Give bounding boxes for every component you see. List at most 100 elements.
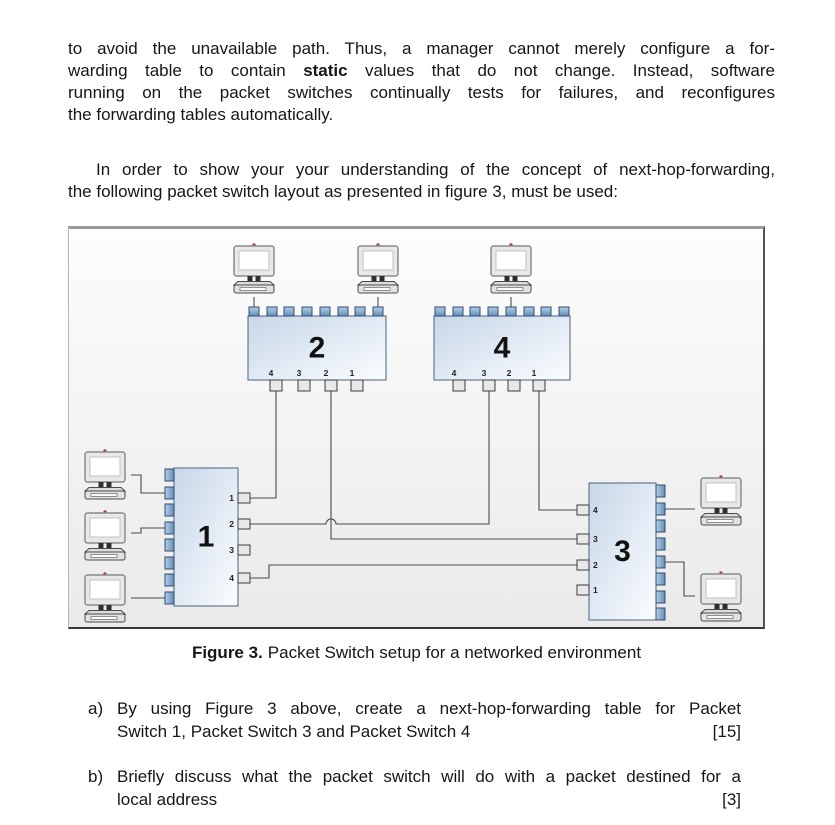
packet-switch-4-trunk-port-2 xyxy=(452,306,464,317)
packet-switch-2-port-1 xyxy=(350,379,364,392)
system-unit-slot xyxy=(363,287,391,291)
link-switch-1-p4--switch-3-p2 xyxy=(250,564,577,579)
packet-switch-1-trunk-port-3 xyxy=(164,503,175,517)
packet-switch-3-body xyxy=(588,482,657,621)
question-b-marks: [3] xyxy=(722,790,741,809)
question-a-body: By using Figure 3 above, create a next-h… xyxy=(117,697,741,743)
packet-switch-3-port-label-1: 1 xyxy=(593,585,598,595)
monitor-stand xyxy=(98,482,104,488)
monitor-screen xyxy=(89,517,121,538)
computer-top-2 xyxy=(356,243,400,294)
monitor-screen xyxy=(495,250,527,271)
system-unit-top xyxy=(699,609,743,614)
packet-switch-3-port-4 xyxy=(576,504,590,516)
system-unit-slot xyxy=(496,287,524,291)
link-switch-3-port-t5--pc-right-2 xyxy=(665,561,695,597)
packet-switch-2-port-label-3: 3 xyxy=(297,368,302,378)
packet-switch-2-trunk-port-2 xyxy=(266,306,278,317)
system-unit-top xyxy=(232,281,276,286)
packet-switch-3-port-label-4: 4 xyxy=(593,505,598,515)
packet-switch-3-trunk-port-2 xyxy=(655,502,666,516)
packet-switch-1-port-label-1: 1 xyxy=(229,493,234,503)
paragraph-text: warding table to contain xyxy=(68,61,304,80)
paragraph-instruction: In order to show your your understanding… xyxy=(68,159,775,203)
packet-switch-2-trunk-port-1 xyxy=(248,306,260,317)
monitor-screen xyxy=(238,250,270,271)
figure-caption-text: Packet Switch setup for a networked envi… xyxy=(267,643,642,662)
packet-switch-1-trunk-port-8 xyxy=(164,591,175,605)
paragraph-intro: to avoid the unavailable path. Thus, a m… xyxy=(68,38,775,126)
monitor-stand xyxy=(371,276,377,282)
monitor-stand xyxy=(379,276,385,282)
packet-switch-1-trunk-port-5 xyxy=(164,538,175,552)
system-unit-slot xyxy=(90,493,118,497)
packet-switch-4-trunk-port-6 xyxy=(523,306,535,317)
system-unit-slot xyxy=(90,616,118,620)
packet-switch-1-trunk-port-7 xyxy=(164,573,175,587)
packet-switch-2-body xyxy=(247,315,387,381)
paragraph-line: warding table to contain static values t… xyxy=(68,60,775,82)
monitor-stand xyxy=(106,543,112,549)
system-unit-slot xyxy=(239,287,267,291)
packet-switch-3-port-3 xyxy=(576,533,590,545)
question-b-line2: local address xyxy=(117,790,218,809)
packet-switch-2-port-4 xyxy=(269,379,283,392)
monitor-stand xyxy=(247,276,253,282)
packet-switch-2-label: 2 xyxy=(309,332,326,365)
packet-switch-2-trunk-port-4 xyxy=(301,306,313,317)
question-a: a) By using Figure 3 above, create a nex… xyxy=(88,697,741,743)
packet-switch-1-port-label-2: 2 xyxy=(229,519,234,529)
packet-switch-1-port-1 xyxy=(237,492,251,504)
packet-switch-1-port-3 xyxy=(237,544,251,556)
question-a-line1: By using Figure 3 above, create a next-h… xyxy=(117,699,741,718)
question-a-marks: [15] xyxy=(712,722,741,741)
paragraph-line: the forwarding tables automatically. xyxy=(68,105,334,124)
packet-switch-4-port-4 xyxy=(452,379,466,392)
packet-switch-4-label: 4 xyxy=(494,332,511,365)
computer-right-1 xyxy=(699,475,743,526)
system-unit-top xyxy=(83,487,127,492)
system-unit-top xyxy=(83,610,127,615)
packet-switch-3-port-label-3: 3 xyxy=(593,534,598,544)
monitor-stand xyxy=(98,605,104,611)
system-unit-top xyxy=(356,281,400,286)
bold-word-static: static xyxy=(303,61,348,80)
link-switch-1-p1--switch-2-p4 xyxy=(250,391,277,499)
packet-switch-4-trunk-port-7 xyxy=(540,306,552,317)
monitor-screen xyxy=(705,578,737,599)
system-unit-slot xyxy=(706,615,734,619)
packet-switch-1-trunk-port-4 xyxy=(164,521,175,535)
monitor-stand xyxy=(255,276,261,282)
packet-switch-1-label: 1 xyxy=(198,521,215,554)
packet-switch-4-port-label-4: 4 xyxy=(452,368,457,378)
computer-top-3 xyxy=(489,243,533,294)
question-b-body: Briefly discuss what the packet switch w… xyxy=(117,765,741,811)
packet-switch-3-label: 3 xyxy=(614,535,631,568)
question-a-label: a) xyxy=(88,699,104,718)
computer-left-2 xyxy=(83,510,127,561)
paragraph-text: values that do not change. Instead, soft… xyxy=(347,61,775,80)
system-unit-top xyxy=(489,281,533,286)
packet-switch-4-body xyxy=(433,315,571,381)
monitor-screen xyxy=(705,482,737,503)
packet-switch-2-trunk-port-6 xyxy=(337,306,349,317)
computer-right-2 xyxy=(699,571,743,622)
paragraph-line: to avoid the unavailable path. Thus, a m… xyxy=(68,39,775,58)
packet-switch-3-port-2 xyxy=(576,559,590,571)
computer-top-1 xyxy=(232,243,276,294)
packet-switch-3-port-1 xyxy=(576,584,590,596)
packet-switch-1-trunk-port-2 xyxy=(164,486,175,500)
system-unit-top xyxy=(699,513,743,518)
system-unit-top xyxy=(83,548,127,553)
question-a-line2: Switch 1, Packet Switch 3 and Packet Swi… xyxy=(117,722,471,741)
packet-switch-2-port-3 xyxy=(297,379,311,392)
packet-switch-2-trunk-port-7 xyxy=(354,306,366,317)
link-switch-2-p2--switch-3-p3 xyxy=(330,391,577,540)
packet-switch-1-trunk-port-6 xyxy=(164,556,175,570)
packet-switch-1-port-label-4: 4 xyxy=(229,573,234,583)
monitor-stand xyxy=(512,276,518,282)
